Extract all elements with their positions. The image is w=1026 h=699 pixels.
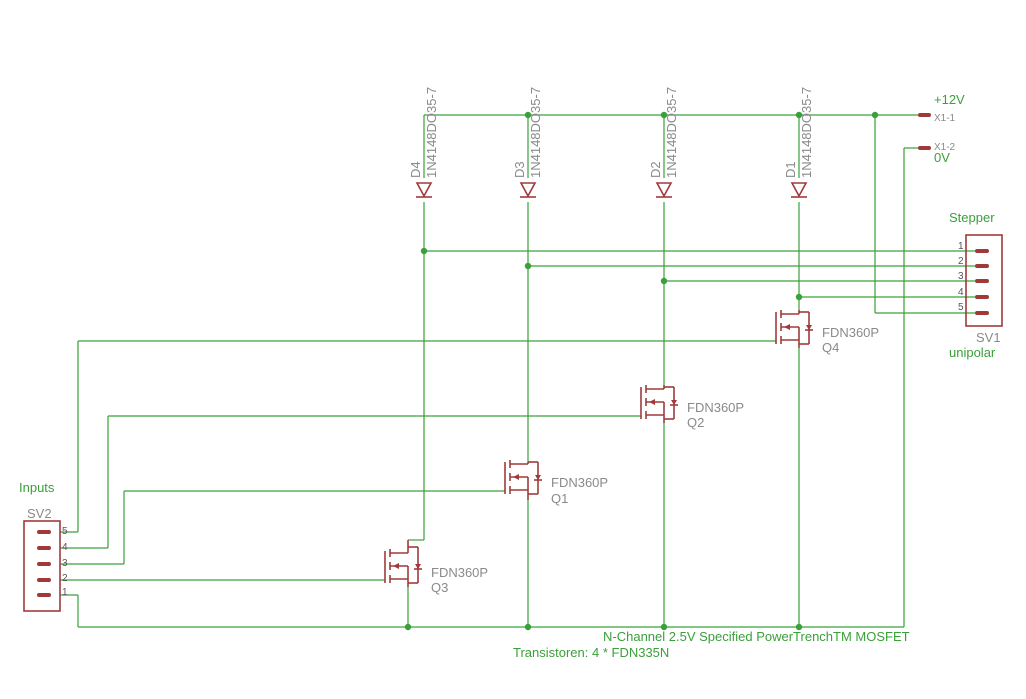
inputs-pin-number: 4 — [62, 542, 68, 553]
junctions — [404, 111, 879, 631]
junction — [524, 111, 532, 119]
diode-d1: D1 1N4148DO35-7 — [783, 87, 814, 198]
junction — [660, 111, 668, 119]
diode-d2: D2 1N4148DO35-7 — [648, 87, 679, 198]
diode-d4: D4 1N4148DO35-7 — [408, 87, 439, 198]
mosfet-q3: FDN360P Q3 — [384, 540, 488, 595]
mosfet-name: Q1 — [551, 491, 568, 506]
stepper-pin — [975, 295, 989, 299]
inputs-pin-number: 5 — [62, 526, 68, 537]
inputs-pin — [37, 562, 51, 566]
supply-gnd-label: 0V — [934, 150, 950, 165]
junction — [795, 623, 803, 631]
mosfet-q2: FDN360P Q2 — [640, 385, 744, 430]
stepper-pin — [975, 264, 989, 268]
mosfet-name: Q2 — [687, 415, 704, 430]
inputs-connector-body — [23, 520, 61, 612]
diode-d3: D3 1N4148DO35-7 — [512, 87, 543, 198]
inputs-title: Inputs — [19, 480, 55, 495]
supply-plus-pin-label: X1-1 — [934, 113, 956, 124]
inputs-connector: 5 4 3 2 1 Inputs SV2 — [19, 480, 68, 612]
inputs-pin — [37, 546, 51, 550]
diode-value: 1N4148DO35-7 — [664, 87, 679, 178]
mosfet-q4: FDN360P Q4 — [775, 310, 879, 355]
junction — [660, 623, 668, 631]
diode-name: D2 — [648, 161, 663, 178]
wires — [60, 114, 975, 628]
stepper-pin-number: 3 — [958, 271, 964, 282]
junction — [871, 111, 879, 119]
mosfet-value: FDN360P — [687, 400, 744, 415]
junction — [660, 277, 668, 285]
junction — [795, 111, 803, 119]
diode-value: 1N4148DO35-7 — [424, 87, 439, 178]
diode-value: 1N4148DO35-7 — [799, 87, 814, 178]
junction — [524, 623, 532, 631]
junction — [420, 247, 428, 255]
mosfet-value: FDN360P — [431, 565, 488, 580]
inputs-pin-number: 2 — [62, 573, 68, 584]
inputs-pin-number: 3 — [62, 558, 68, 569]
stepper-pin — [975, 249, 989, 253]
stepper-pin-number: 4 — [958, 287, 964, 298]
inputs-pin — [37, 578, 51, 582]
supply-pin-plus — [918, 113, 931, 117]
inputs-pin — [37, 593, 51, 597]
stepper-pin — [975, 311, 989, 315]
stepper-title: Stepper — [949, 210, 995, 225]
stepper-name: SV1 — [976, 330, 1001, 345]
stepper-connector-body — [965, 234, 1003, 327]
mosfet-name: Q4 — [822, 340, 839, 355]
note-transistor-count: Transistoren: 4 * FDN335N — [513, 645, 669, 660]
supply-gnd-pin-label: X1-2 — [934, 142, 956, 153]
supply-connector: +12V X1-1 X1-2 0V — [918, 92, 965, 165]
mosfet-value: FDN360P — [551, 475, 608, 490]
junction — [404, 623, 412, 631]
mosfet-q1: FDN360P Q1 — [504, 460, 608, 506]
inputs-pin — [37, 530, 51, 534]
note-mosfet-description: N-Channel 2.5V Specified PowerTrenchTM M… — [603, 629, 910, 644]
stepper-pin-number: 2 — [958, 256, 964, 267]
stepper-pin — [975, 279, 989, 283]
diode-name: D3 — [512, 161, 527, 178]
stepper-connector: 1 2 3 4 5 Stepper SV1 unipolar — [949, 210, 1003, 360]
junction — [795, 293, 803, 301]
inputs-name: SV2 — [27, 506, 52, 521]
supply-plus-label: +12V — [934, 92, 965, 107]
mosfet-value: FDN360P — [822, 325, 879, 340]
supply-pin-gnd — [918, 146, 931, 150]
diode-name: D4 — [408, 161, 423, 178]
mosfet-name: Q3 — [431, 580, 448, 595]
diode-name: D1 — [783, 161, 798, 178]
inputs-pin-number: 1 — [62, 587, 68, 598]
junction — [524, 262, 532, 270]
stepper-value: unipolar — [949, 345, 996, 360]
stepper-pin-number: 1 — [958, 241, 964, 252]
stepper-pin-number: 5 — [958, 302, 964, 313]
diode-value: 1N4148DO35-7 — [528, 87, 543, 178]
